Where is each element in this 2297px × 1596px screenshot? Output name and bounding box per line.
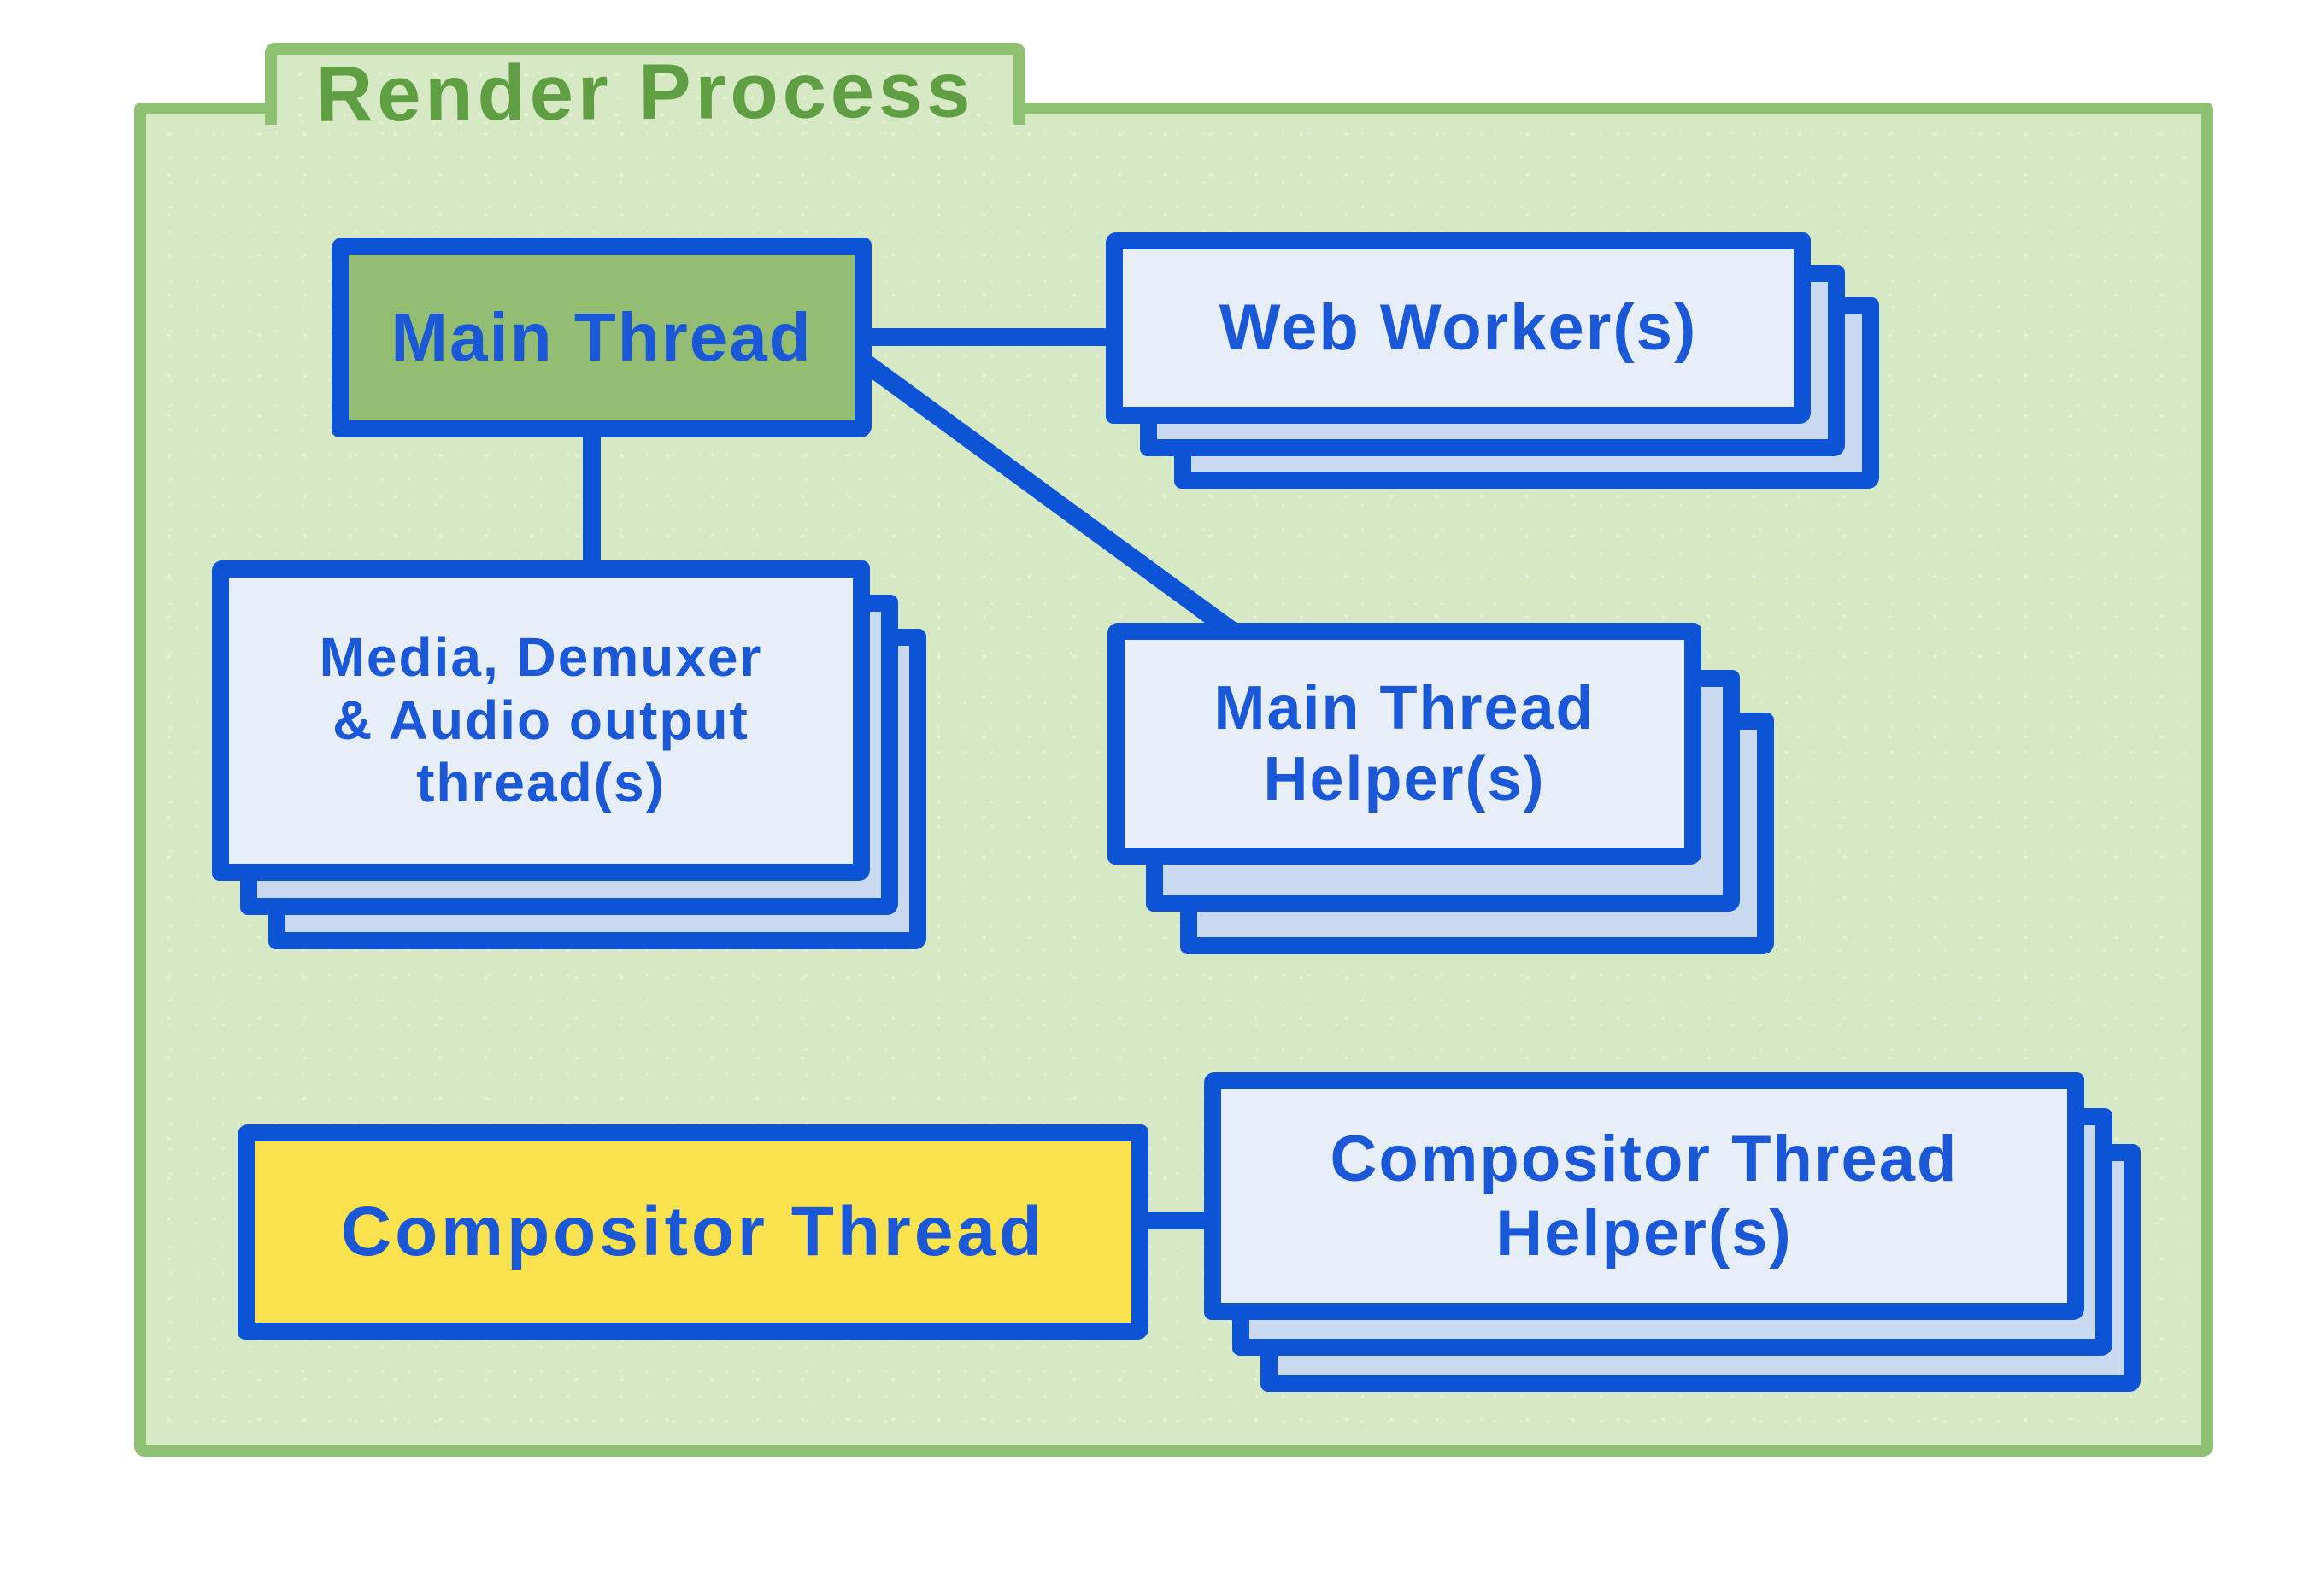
main-thread-helpers-card: Main Thread Helper(s) bbox=[1107, 623, 1701, 865]
node-compositor-thread-helpers: Compositor Thread Helper(s) bbox=[1204, 1072, 2141, 1392]
render-process-tab bbox=[265, 43, 1025, 125]
edge-main-thread-to-web-workers bbox=[863, 328, 1113, 346]
main-thread-helpers-line1: Main Thread bbox=[1213, 673, 1595, 742]
edge-compositor-to-compositor-helpers bbox=[1135, 1212, 1215, 1229]
media-label-line2: & Audio output bbox=[332, 689, 749, 751]
media-demuxer-card: Media, Demuxer & Audio output thread(s) bbox=[212, 560, 870, 881]
compositor-helpers-line2: Helper(s) bbox=[1495, 1197, 1793, 1270]
compositor-helpers-line1: Compositor Thread bbox=[1330, 1122, 1959, 1195]
main-thread-helpers-line2: Helper(s) bbox=[1263, 744, 1546, 813]
compositor-helpers-card: Compositor Thread Helper(s) bbox=[1204, 1072, 2084, 1320]
web-workers-label: Web Worker(s) bbox=[1219, 291, 1698, 365]
media-label-line3: thread(s) bbox=[416, 752, 666, 814]
node-media-demuxer-audio-threads: Media, Demuxer & Audio output thread(s) bbox=[212, 560, 926, 949]
node-web-workers: Web Worker(s) bbox=[1106, 232, 1879, 489]
web-workers-card: Web Worker(s) bbox=[1106, 232, 1811, 424]
edge-main-thread-to-media-threads bbox=[583, 427, 601, 568]
media-label-line1: Media, Demuxer bbox=[319, 626, 763, 689]
diagram-title: Render Process bbox=[315, 46, 975, 138]
node-main-thread: Main Thread bbox=[332, 238, 872, 437]
node-main-thread-helpers: Main Thread Helper(s) bbox=[1107, 623, 1774, 954]
node-compositor-thread: Compositor Thread bbox=[238, 1124, 1148, 1340]
main-thread-label: Main Thread bbox=[391, 299, 813, 376]
compositor-thread-label: Compositor Thread bbox=[340, 1193, 1046, 1271]
